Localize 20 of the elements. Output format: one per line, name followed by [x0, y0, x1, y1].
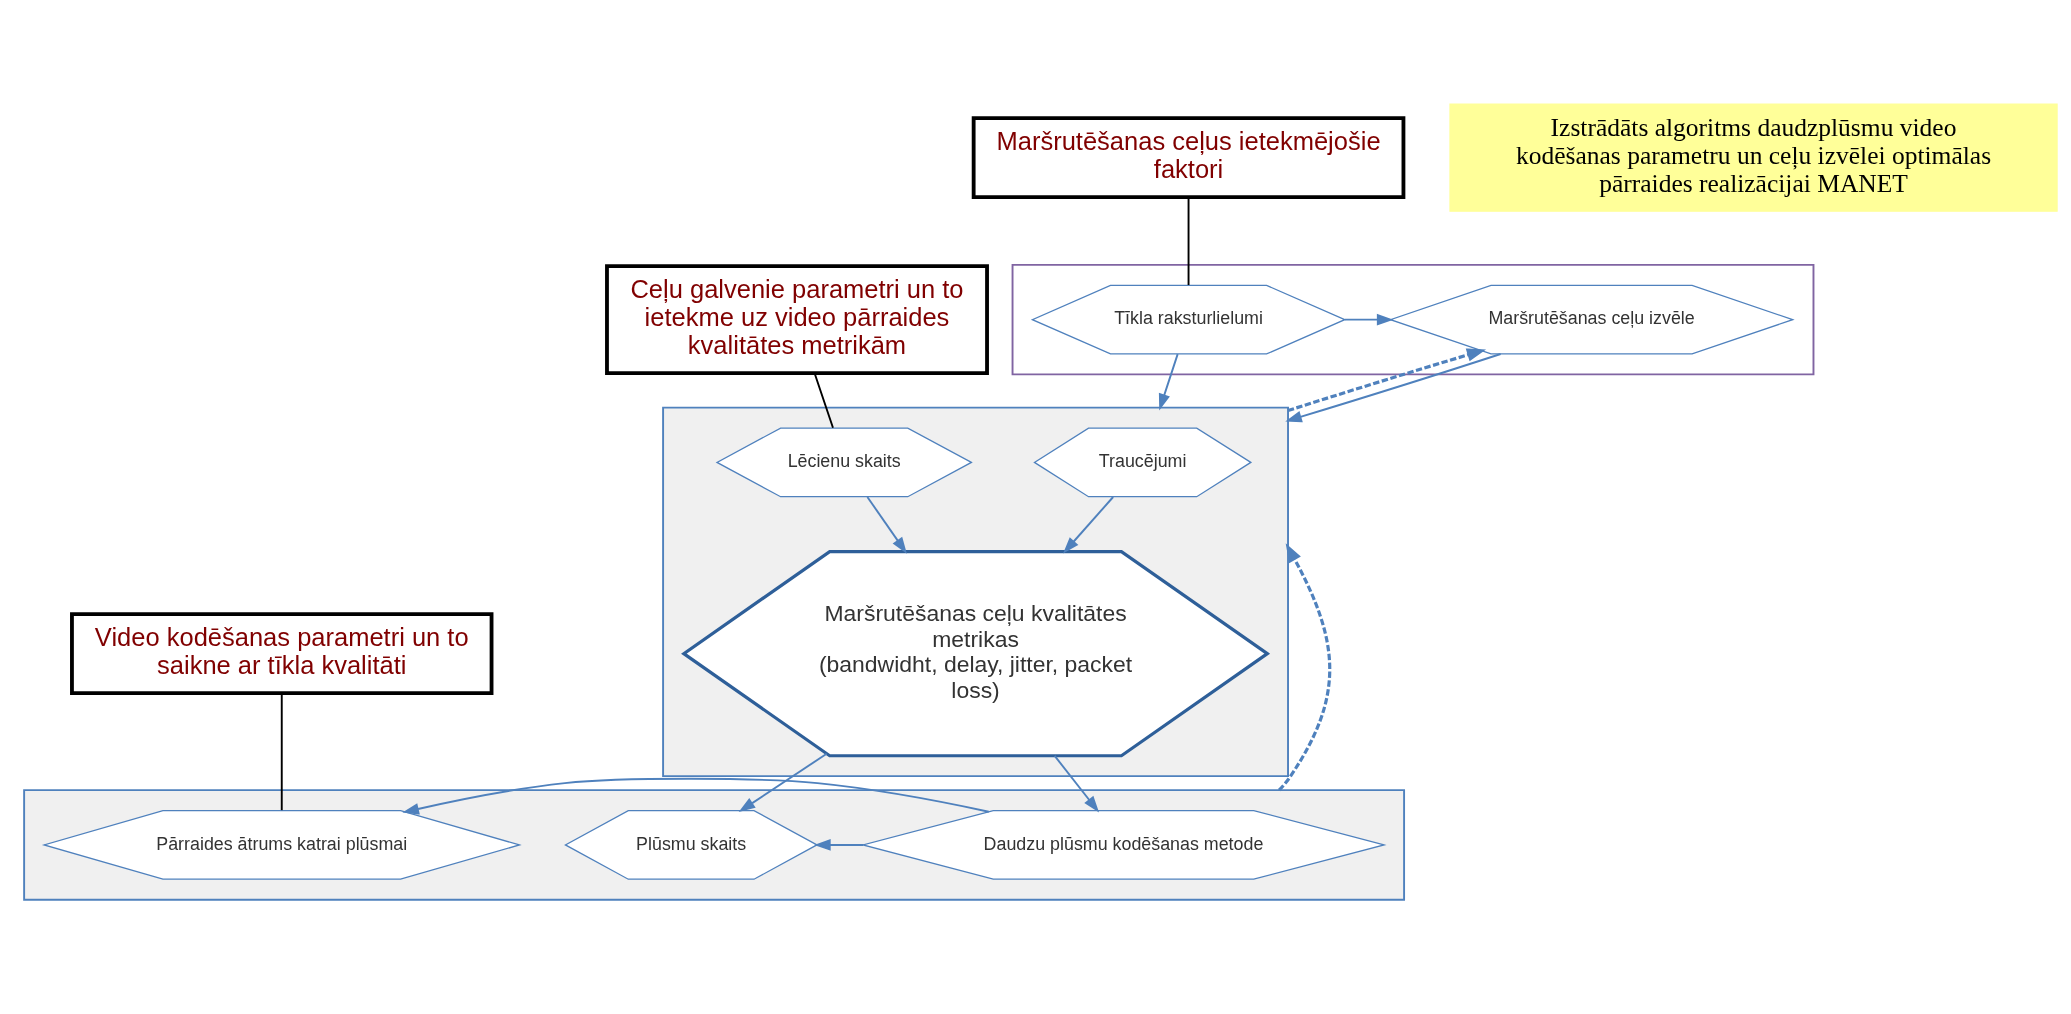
arrow [1158, 353, 1179, 411]
node-box: Video kodēšanas parametri un to saikne ar tīkla kvalitāti [70, 612, 494, 696]
arrow [738, 752, 828, 813]
connector [813, 372, 834, 429]
arrow [1277, 543, 1332, 792]
arrow [1285, 353, 1502, 423]
cluster [1011, 263, 1815, 376]
cluster [23, 789, 1406, 901]
arrow [1063, 496, 1115, 554]
arrow [866, 496, 907, 554]
connector [280, 692, 283, 812]
arrow [1287, 348, 1487, 413]
cluster [662, 406, 1289, 778]
node-box: Ceļu galvenie parametri un to ietekme uz video pārraides kvalitātes metrikām [605, 264, 989, 376]
arrow [1343, 313, 1394, 326]
arrow [814, 839, 865, 851]
connector [1187, 196, 1190, 286]
node-box: Maršrutēšanas ceļus ietekmējošie faktori [971, 116, 1406, 200]
arrow [1053, 754, 1100, 813]
node-box: Izstrādāts algoritms daudzplūsmu video kodēšanas parametru un ceļu izvēlei optimālas pārraides realizācijai MANET [1449, 103, 2058, 212]
